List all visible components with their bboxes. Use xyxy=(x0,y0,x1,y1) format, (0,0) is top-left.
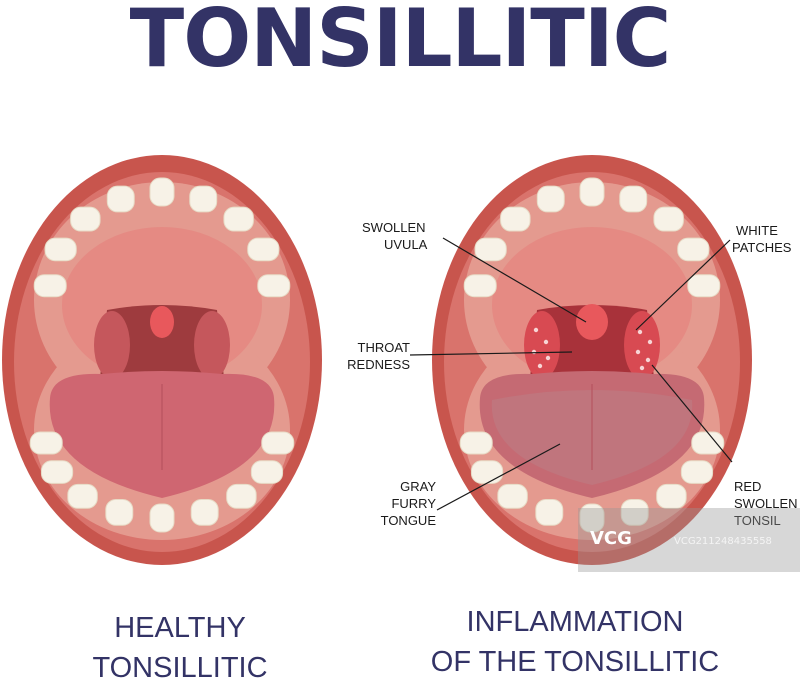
lower-tooth xyxy=(149,503,175,533)
healthy-mouth-illustration xyxy=(2,155,322,565)
lower-tooth xyxy=(67,483,98,509)
caption-inflamed: INFLAMMATION OF THE TONSILLITIC xyxy=(430,606,720,678)
white-patch-dot xyxy=(635,349,641,355)
lower-tooth xyxy=(190,498,219,526)
uvula xyxy=(150,306,174,338)
upper-tooth xyxy=(189,185,218,213)
lower-tooth xyxy=(470,460,504,484)
uvula xyxy=(576,304,608,340)
lower-tooth xyxy=(459,431,493,455)
upper-tooth xyxy=(677,237,710,262)
upper-tooth xyxy=(687,274,721,298)
pointer-swollen-uvula xyxy=(442,237,587,323)
throat xyxy=(100,305,224,378)
lower-tooth xyxy=(226,483,257,509)
white-patch-dot xyxy=(545,355,551,361)
lower-tooth xyxy=(535,498,564,526)
upper-tooth xyxy=(579,177,605,207)
white-patch-dot xyxy=(645,357,651,363)
label-red-swollen-tonsil: RED SWOLLEN TONSIL xyxy=(734,479,798,528)
white-patch-dot xyxy=(537,363,543,369)
tonsil-left xyxy=(94,311,130,379)
lower-tooth xyxy=(29,431,63,455)
pointer-white-patches xyxy=(635,239,731,331)
white-patch-dot xyxy=(531,349,537,355)
white-patch-dot xyxy=(639,365,645,371)
upper-tooth xyxy=(257,274,291,298)
lower-tooth xyxy=(105,498,134,526)
upper-tooth xyxy=(33,274,67,298)
pointer-gray-furry-tongue xyxy=(436,443,561,511)
lower-tooth xyxy=(261,431,295,455)
throat xyxy=(530,305,654,378)
lower-tooth xyxy=(680,460,714,484)
watermark: VCG VCG211248435558 xyxy=(578,508,800,572)
lower-tooth xyxy=(40,460,74,484)
white-patch-dot xyxy=(543,339,549,345)
pointer-throat-redness xyxy=(409,351,573,356)
upper-tooth xyxy=(149,177,175,207)
pointer-red-swollen-tonsil xyxy=(651,364,733,463)
watermark-logo: VCG xyxy=(590,528,632,549)
upper-tooth xyxy=(500,206,531,232)
page-title: TONSILLITIC xyxy=(129,0,672,85)
upper-tooth xyxy=(653,206,684,232)
lower-tooth xyxy=(579,503,605,533)
caption-healthy: HEALTHY TONSILLITIC xyxy=(92,612,268,684)
upper-tooth xyxy=(536,185,565,213)
white-patch-dot xyxy=(637,329,643,335)
upper-tooth xyxy=(247,237,280,262)
upper-tooth xyxy=(474,237,507,262)
tonsil-right xyxy=(194,311,230,379)
lower-tooth xyxy=(250,460,284,484)
white-patch-dot xyxy=(647,339,653,345)
label-gray-furry-tongue: GRAY FURRY TONGUE xyxy=(380,479,436,528)
tonsil-right xyxy=(624,311,660,379)
label-white-patches: WHITE PATCHES xyxy=(732,223,792,255)
lower-tooth xyxy=(656,483,687,509)
upper-tooth xyxy=(619,185,648,213)
label-swollen-uvula: SWOLLEN UVULA xyxy=(362,220,428,252)
upper-tooth xyxy=(70,206,101,232)
upper-tooth xyxy=(463,274,497,298)
upper-tooth xyxy=(44,237,77,262)
upper-tooth xyxy=(223,206,254,232)
label-throat-redness: THROAT REDNESS xyxy=(347,340,410,372)
white-patch-dot xyxy=(533,327,539,333)
lower-tooth xyxy=(497,483,528,509)
tonsil-left xyxy=(524,311,560,379)
lower-tooth xyxy=(620,498,649,526)
label-pointer-lines xyxy=(409,237,733,511)
upper-tooth xyxy=(106,185,135,213)
inflamed-mouth-illustration xyxy=(432,155,752,565)
lower-tooth xyxy=(691,431,725,455)
watermark-id: VCG211248435558 xyxy=(674,536,772,547)
